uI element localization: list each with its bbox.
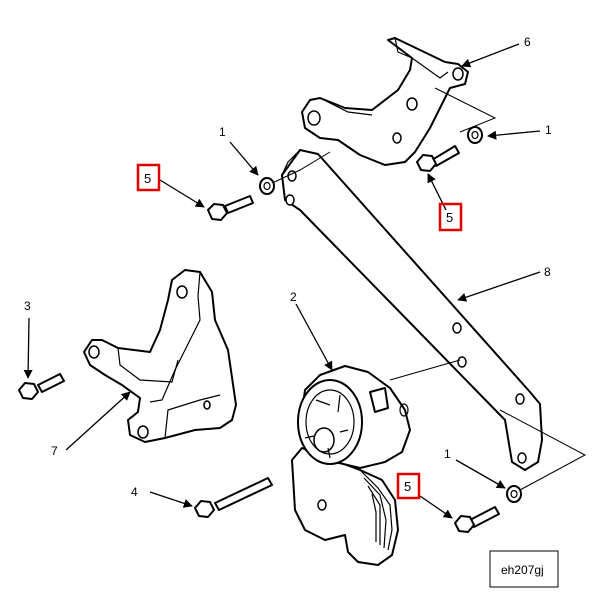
bolt-5-lower: [454, 506, 500, 533]
callout-5-upper-right: 5: [438, 202, 463, 232]
callout-1-upper-left: 1: [219, 125, 226, 139]
callout-5-upper-left: 5: [136, 163, 161, 192]
callout-8: 8: [544, 265, 551, 279]
washers: [259, 126, 522, 503]
leader-lines: [23, 43, 541, 519]
reference-code: eh207gj: [501, 563, 544, 577]
callout-labels: 1 1 1 2 3 4 6 7 8: [24, 35, 552, 499]
callout-3: 3: [24, 299, 31, 313]
callout-7: 7: [51, 444, 58, 458]
bolts: [18, 145, 500, 533]
svg-text:5: 5: [404, 479, 411, 494]
belt-tensioner: [291, 365, 411, 566]
long-plate: [281, 149, 543, 471]
callout-6: 6: [524, 35, 531, 49]
svg-text:5: 5: [446, 210, 453, 225]
bolt-5-upper-right: [416, 145, 460, 172]
upper-bracket: [301, 37, 469, 166]
svg-text:5: 5: [144, 171, 151, 186]
highlighted-callouts: 5 5 5: [136, 163, 463, 500]
bolt-4: [194, 477, 273, 518]
left-bracket: [83, 269, 237, 443]
callout-1-lower: 1: [444, 447, 451, 461]
callout-1-upper-right: 1: [545, 123, 552, 137]
bolt-5-upper-left: [207, 195, 254, 221]
bolt-3: [18, 373, 65, 400]
callout-4: 4: [131, 485, 138, 499]
reference-code-box: eh207gj: [489, 550, 559, 588]
callout-2: 2: [290, 290, 297, 304]
callout-5-lower: 5: [396, 472, 421, 500]
